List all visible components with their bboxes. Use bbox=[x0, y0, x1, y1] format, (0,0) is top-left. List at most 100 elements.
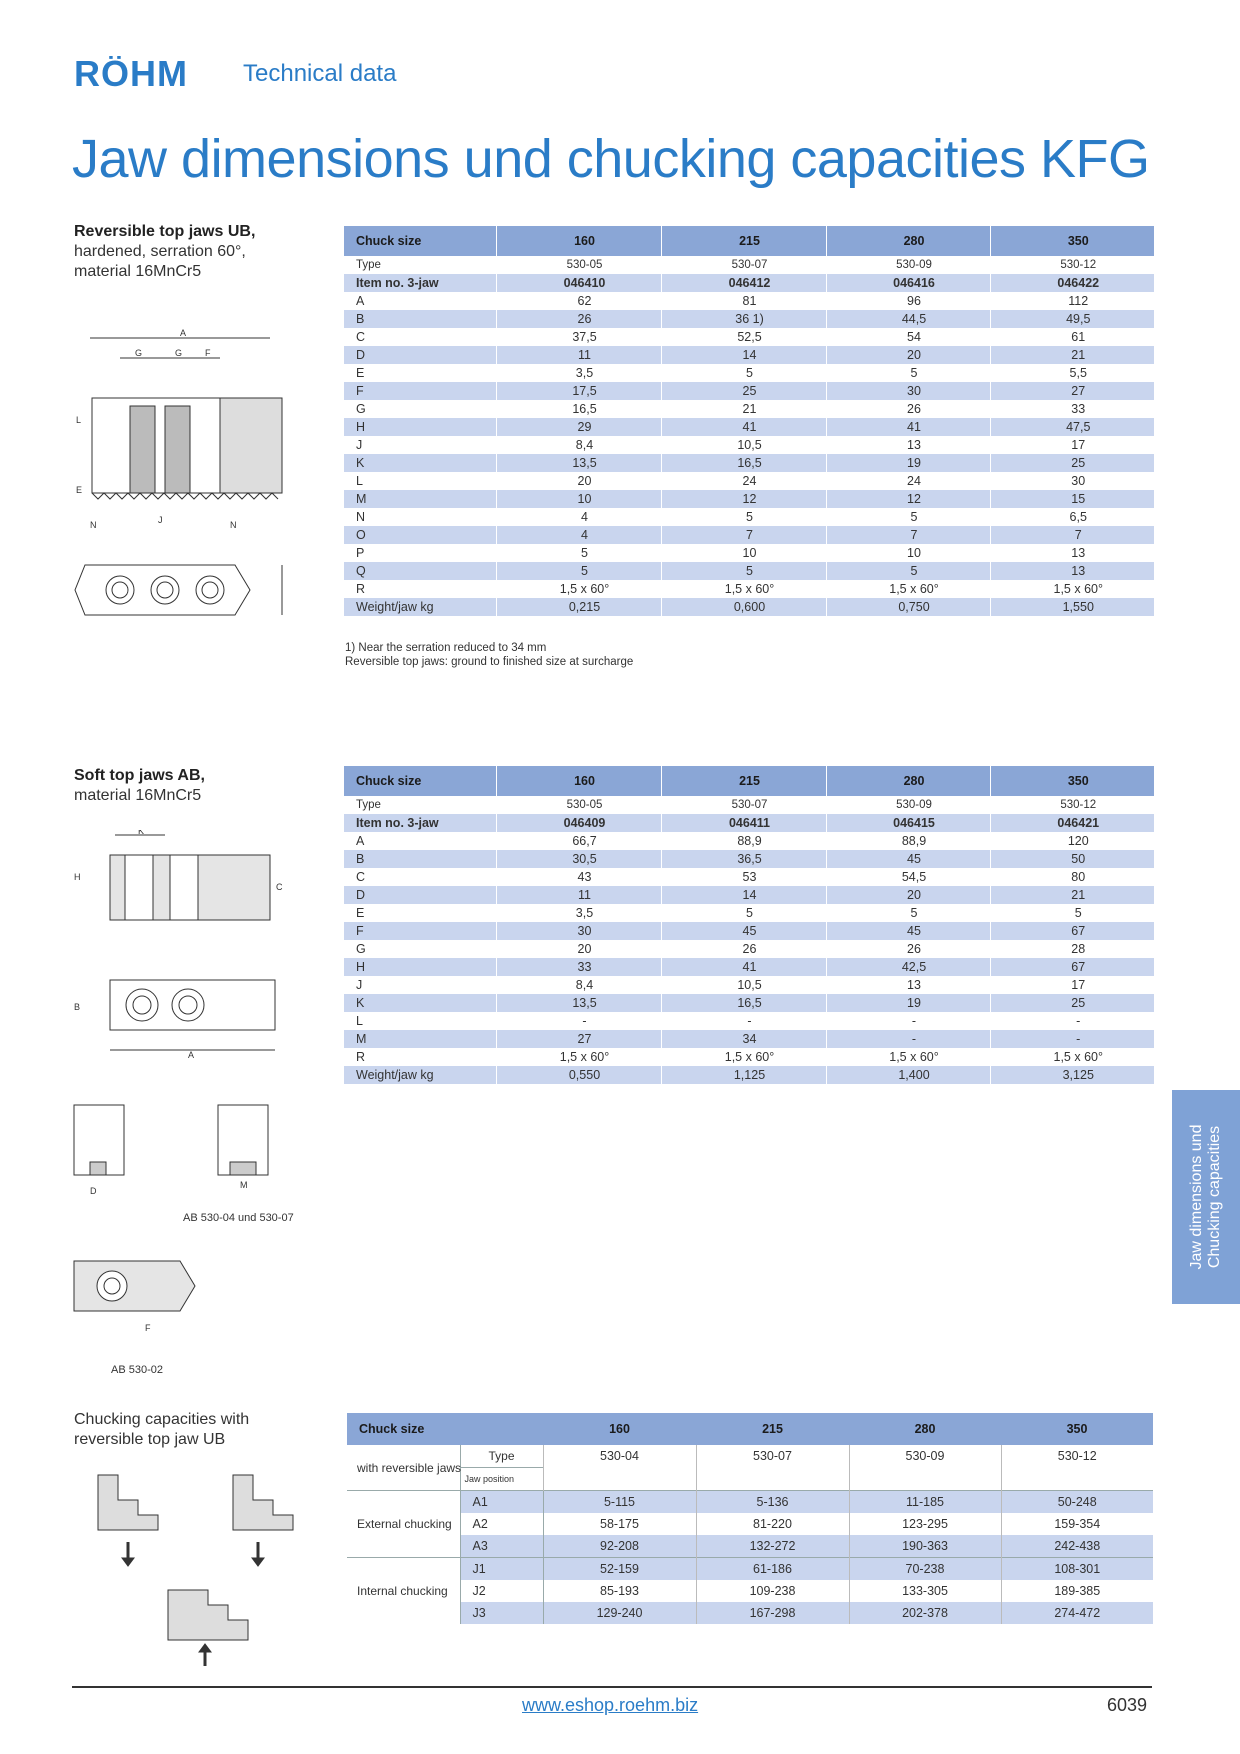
row-label: M bbox=[344, 1030, 497, 1048]
table-cell: 1,5 x 60° bbox=[826, 580, 991, 598]
row-label: Type bbox=[344, 256, 497, 274]
table-cell: 10,5 bbox=[661, 976, 827, 994]
ab-jaw-top-drawing: A B bbox=[74, 979, 276, 1060]
chucking-capacities-table: Chuck size 160 215 280 350 with reversib… bbox=[347, 1413, 1153, 1624]
table-cell: 16,5 bbox=[496, 400, 662, 418]
table-cell: 530-09 bbox=[826, 796, 991, 814]
footnote: 1) Near the serration reduced to 34 mm bbox=[345, 642, 547, 654]
table-cell: 30,5 bbox=[496, 850, 662, 868]
svg-text:D: D bbox=[90, 1186, 97, 1196]
table-cell: 5-115 bbox=[542, 1490, 696, 1513]
svg-text:G: G bbox=[175, 348, 182, 358]
table-cell: 046410 bbox=[496, 274, 662, 292]
table-cell: 66,7 bbox=[496, 832, 662, 850]
footnotes: 1) Near the serration reduced to 34 mm R… bbox=[345, 641, 633, 669]
table-cell: 1,5 x 60° bbox=[1053, 582, 1103, 596]
table-cell: 109-238 bbox=[695, 1580, 849, 1602]
table-cell: 13,5 bbox=[496, 994, 662, 1012]
row-label: F bbox=[344, 922, 497, 940]
table-cell: 92-208 bbox=[542, 1535, 696, 1558]
table-cell: 1,400 bbox=[826, 1066, 991, 1084]
table-cell: 45 bbox=[661, 922, 827, 940]
table-cell: 530-07 bbox=[661, 796, 827, 814]
table-cell: 129-240 bbox=[542, 1602, 696, 1624]
table-header-row: Chuck size 160 215 280 350 bbox=[344, 766, 1154, 796]
section2-label: Soft top jaws AB, material 16MnCr5 bbox=[74, 766, 205, 806]
table-cell: 8,4 bbox=[496, 976, 662, 994]
page-title: Jaw dimensions und chucking capacities K… bbox=[72, 129, 1150, 189]
row-label: C bbox=[344, 328, 497, 346]
ab-jaw-side-drawing: K H C bbox=[74, 830, 283, 921]
table-cell: 21 bbox=[990, 886, 1154, 904]
ab-jaw-front-drawings: D M bbox=[73, 1104, 269, 1196]
svg-text:F: F bbox=[205, 348, 211, 358]
table-cell: 17 bbox=[1071, 978, 1086, 992]
table-cell: 41 bbox=[826, 418, 991, 436]
table-cell: 47,5 bbox=[990, 418, 1154, 436]
row-label: M bbox=[344, 490, 497, 508]
section3-label: Chucking capacities with reversible top … bbox=[74, 1410, 249, 1450]
table-row: with reversible jaws Type 530-04 530-07 … bbox=[347, 1445, 1153, 1491]
table-cell: 50 bbox=[990, 850, 1154, 868]
table-cell: 53 bbox=[661, 868, 827, 886]
col-header: 160 bbox=[543, 1413, 696, 1445]
table-cell: 530-12 bbox=[1060, 799, 1097, 811]
table-cell: 20 bbox=[826, 886, 991, 904]
footer-link[interactable]: www.eshop.roehm.biz bbox=[522, 1695, 699, 1715]
table-cell: 0,750 bbox=[826, 598, 991, 616]
table-cell: 21 bbox=[661, 400, 827, 418]
table-cell: 046409 bbox=[496, 814, 662, 832]
col-header: Chuck size bbox=[344, 766, 497, 796]
table-cell: 1,5 x 60° bbox=[661, 1048, 827, 1066]
table-cell: 11-185 bbox=[848, 1490, 1001, 1513]
table-cell: 85-193 bbox=[542, 1580, 696, 1602]
svg-text:A: A bbox=[188, 1050, 194, 1060]
table-row: L---- bbox=[344, 1012, 1154, 1030]
table-cell: 6,5 bbox=[1069, 510, 1087, 524]
table-cell: 5 bbox=[661, 562, 827, 580]
col-header: 280 bbox=[849, 1413, 1001, 1445]
row-label: A bbox=[344, 832, 497, 850]
table-cell: 30 bbox=[496, 922, 662, 940]
row-group-label: Internal chucking bbox=[347, 1557, 461, 1624]
table-cell: 123-295 bbox=[848, 1513, 1001, 1535]
row-label: Q bbox=[344, 562, 497, 580]
col-header: 350 bbox=[1001, 1413, 1153, 1445]
table-cell: 41 bbox=[661, 418, 827, 436]
table-cell: 10 bbox=[496, 490, 662, 508]
table-cell: 12 bbox=[661, 490, 827, 508]
svg-text:N: N bbox=[230, 520, 237, 530]
table-cell: - bbox=[990, 1030, 1154, 1048]
roehm-logo: RÖHM bbox=[74, 56, 187, 90]
table-cell: 530-05 bbox=[496, 256, 662, 274]
svg-text:C: C bbox=[276, 882, 283, 892]
table-cell: 530-07 bbox=[661, 256, 827, 274]
table-cell: 17,5 bbox=[496, 382, 662, 400]
table-cell: - bbox=[1076, 1014, 1081, 1028]
table-cell: 5 bbox=[826, 904, 991, 922]
table-cell: 33 bbox=[496, 958, 662, 976]
row-label: B bbox=[344, 310, 497, 328]
table-cell: 20 bbox=[496, 472, 662, 490]
table-cell: 30 bbox=[1071, 474, 1086, 488]
section2-label-line: material 16MnCr5 bbox=[74, 787, 202, 804]
table-cell: 8,4 bbox=[496, 436, 662, 454]
row-label: N bbox=[344, 508, 497, 526]
table-cell: 21 bbox=[990, 346, 1154, 364]
col-header: 280 bbox=[826, 766, 991, 796]
row-label: J bbox=[344, 436, 497, 454]
section3-label-line: reversible top jaw UB bbox=[74, 1431, 226, 1448]
row-label: Type bbox=[344, 796, 497, 814]
table-cell: - bbox=[661, 1012, 827, 1030]
